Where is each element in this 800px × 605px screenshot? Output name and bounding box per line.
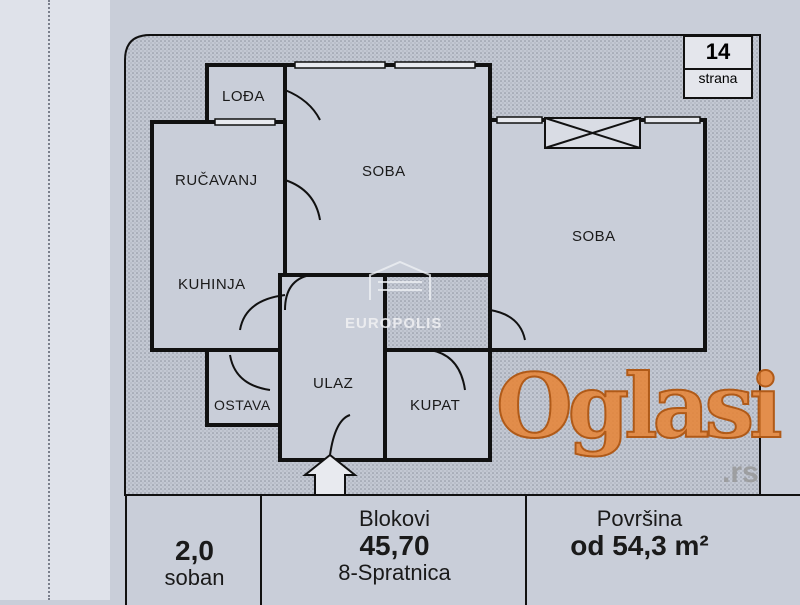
room-label-ostava: OSTAVA (214, 397, 271, 413)
europolis-watermark: EUROPOLIS (345, 315, 443, 332)
room-kuhinja (150, 120, 287, 352)
room-label-loda: LOĐA (222, 88, 265, 105)
room-ulaz (278, 273, 387, 462)
perforation-line (48, 0, 50, 600)
europolis-logo-icon (369, 260, 431, 300)
page-number: 14 (705, 39, 731, 64)
rooms-label: soban (164, 565, 225, 590)
area-label: Površina (596, 506, 683, 531)
room-label-soba-1: SOBA (362, 163, 406, 180)
oglasi-watermark: Oglasi (495, 354, 784, 458)
page-badge: 14 strana (683, 35, 753, 99)
area-value: od 54,3 m² (570, 530, 709, 561)
paper-margin (0, 0, 110, 600)
block-label: Blokovi (359, 506, 430, 531)
room-label-kupat: KUPAT (410, 397, 461, 414)
page-label: strana (685, 68, 751, 86)
room-label-ulaz: ULAZ (313, 375, 354, 392)
room-label-rucavanj: RUČAVANJ (175, 172, 258, 189)
room-label-soba-2: SOBA (572, 228, 616, 245)
room-soba-2 (488, 118, 707, 352)
area-cell: Površina od 54,3 m² (525, 495, 800, 605)
block-cell: Blokovi 45,70 8-Spratnica (260, 495, 527, 605)
oglasi-tld-watermark: .rs (722, 456, 759, 489)
building-type: 8-Spratnica (338, 560, 451, 585)
room-kupat (383, 348, 492, 462)
room-ostava (205, 348, 282, 427)
room-label-kuhinja: KUHINJA (178, 276, 246, 293)
rooms-cell: 2,0 soban (125, 495, 262, 605)
entrance-arrow-icon (302, 453, 358, 495)
block-value: 45,70 (359, 530, 430, 561)
rooms-value: 2,0 (175, 535, 214, 566)
